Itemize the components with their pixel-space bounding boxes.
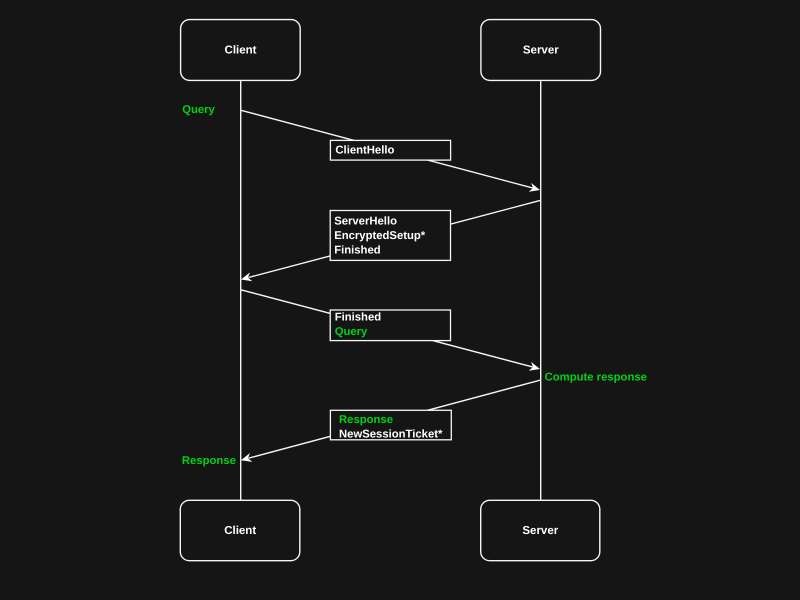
svg-text:Client: Client [224, 525, 256, 537]
svg-text:Server: Server [522, 525, 558, 537]
svg-text:EncryptedSetup*: EncryptedSetup* [334, 230, 426, 242]
svg-text:Client: Client [225, 45, 257, 57]
svg-text:NewSessionTicket*: NewSessionTicket* [339, 428, 443, 440]
svg-text:Response: Response [182, 455, 236, 467]
svg-text:Finished: Finished [335, 312, 382, 324]
svg-text:ServerHello: ServerHello [334, 216, 397, 228]
svg-text:Compute response: Compute response [545, 371, 647, 383]
svg-text:Query: Query [182, 104, 215, 116]
svg-text:Query: Query [335, 326, 368, 338]
svg-text:Server: Server [523, 45, 559, 57]
svg-text:ClientHello: ClientHello [335, 145, 394, 157]
svg-text:Response: Response [339, 414, 393, 426]
svg-text:Finished: Finished [334, 244, 381, 256]
